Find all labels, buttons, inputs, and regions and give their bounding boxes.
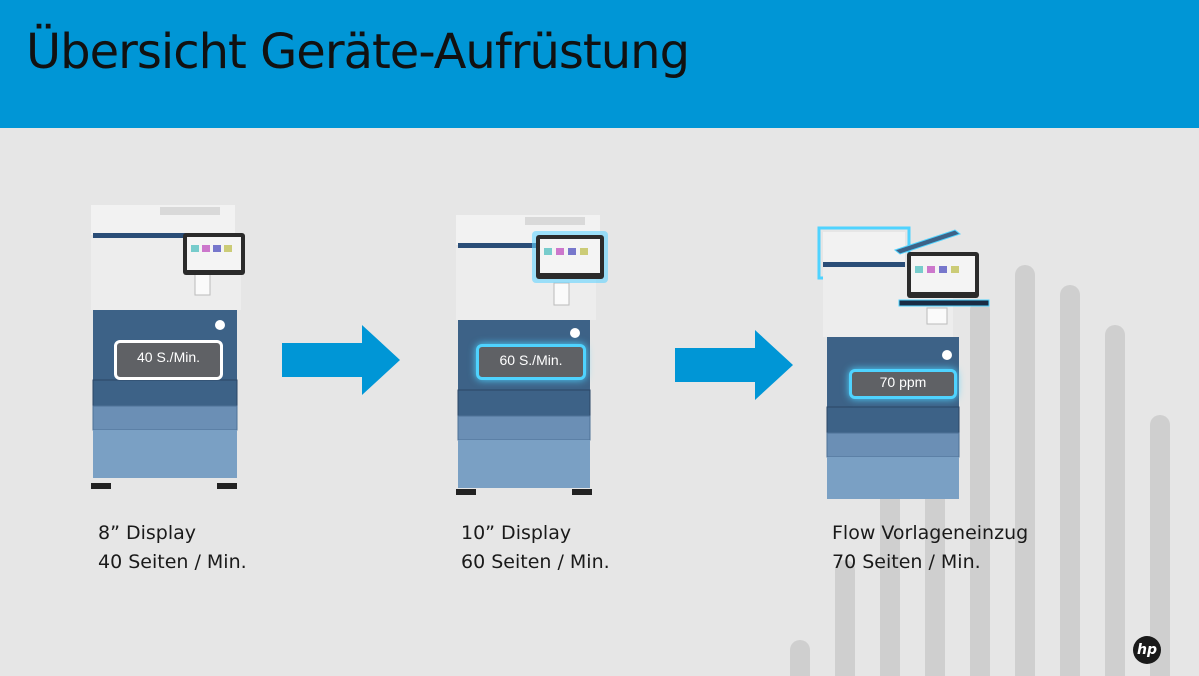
- speed-badge: [476, 344, 586, 380]
- right-arrow-icon: [282, 325, 400, 395]
- device-caption: Flow Vorlageneinzug 70 Seiten / Min.: [832, 519, 1028, 577]
- right-arrow-icon: [675, 330, 793, 400]
- speed-badge-label: 60 S./Min.: [499, 352, 563, 368]
- speed-label: 40 Seiten / Min.: [98, 551, 247, 573]
- speed-label: 70 Seiten / Min.: [832, 551, 981, 573]
- display-size-label: 10” Display: [461, 522, 572, 544]
- display-size-label: 8” Display: [98, 522, 197, 544]
- header-banner: [0, 0, 1199, 128]
- speed-badge-label: 40 S./Min.: [136, 349, 201, 365]
- printer-icon: [456, 215, 608, 495]
- device-caption: 10” Display 60 Seiten / Min.: [461, 519, 610, 577]
- speed-badge: [849, 369, 957, 399]
- hp-logo-icon: hp: [1133, 636, 1161, 664]
- device-caption: 8” Display 40 Seiten / Min.: [98, 519, 247, 577]
- speed-label: 60 Seiten / Min.: [461, 551, 610, 573]
- printer-icon: [817, 226, 990, 499]
- feature-label: Flow Vorlageneinzug: [832, 522, 1029, 544]
- page-title: Übersicht Geräte-Aufrüstung: [26, 24, 690, 80]
- speed-badge: [114, 340, 223, 380]
- speed-badge-label: 70 ppm: [879, 374, 927, 390]
